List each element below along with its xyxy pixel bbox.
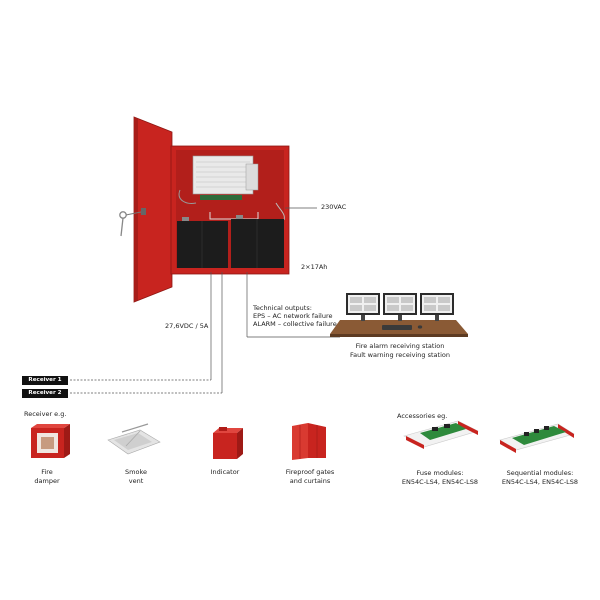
label-line: Fire xyxy=(41,468,53,476)
receiver-section-title: Receiver e.g. xyxy=(24,410,67,418)
power-supply-enclosure xyxy=(119,116,290,303)
battery-pack xyxy=(177,215,284,268)
tech-outputs-line: Technical outputs: xyxy=(253,304,312,312)
fire-damper-icon xyxy=(31,424,70,458)
label-line: vent xyxy=(128,476,144,485)
label-line: Smoke xyxy=(125,468,147,476)
accessory-item-label: Fuse modules: EN54C-LS4, EN54C-LS8 xyxy=(392,469,488,486)
fuse-module-icon xyxy=(403,420,479,449)
mouse-icon xyxy=(417,325,423,329)
tech-outputs-line: ALARM – collective failure xyxy=(253,320,337,328)
label-line: and curtains xyxy=(289,476,331,485)
psu-module xyxy=(192,155,254,195)
label-line: Sequential modules: xyxy=(506,469,574,477)
label-line: Fuse modules: xyxy=(416,469,464,477)
receiver-2-tag: Receiver 2 xyxy=(22,389,68,398)
receiver-1-tag: Receiver 1 xyxy=(22,376,68,385)
station-line: Fault warning receiving station xyxy=(349,351,450,359)
keyboard-icon xyxy=(382,325,412,330)
indicator-icon xyxy=(213,427,243,459)
receiver-item-label: Smoke vent xyxy=(106,468,166,485)
accessories-section-title: Accessories eg. xyxy=(397,412,448,420)
connection-lines xyxy=(70,207,340,394)
receiver-item-label: Fire damper xyxy=(20,468,74,485)
receiver-item-label: Fireproof gates and curtains xyxy=(276,468,344,485)
label-line: EN54C-LS4, EN54C-LS8 xyxy=(401,477,479,486)
accessory-item-label: Sequential modules: EN54C-LS4, EN54C-LS8 xyxy=(490,469,590,486)
monitor-icon xyxy=(346,293,380,321)
receiver-item-label: Indicator xyxy=(195,468,255,477)
receiving-station-desk xyxy=(330,293,468,337)
smoke-vent-icon xyxy=(107,423,161,455)
label-line: EN54C-LS4, EN54C-LS8 xyxy=(501,477,579,486)
ac-input-label: 230VAC xyxy=(321,203,347,211)
label-line: Fireproof gates xyxy=(285,468,335,476)
key-icon xyxy=(119,211,142,237)
fireproof-gate-icon xyxy=(292,423,326,460)
output-voltage-label: 27,6VDC / 5A xyxy=(165,322,209,330)
station-line: Fire alarm receiving station xyxy=(355,342,445,350)
sequential-module-icon xyxy=(499,423,575,453)
battery-label: 2×17Ah xyxy=(301,263,328,271)
monitor-icon xyxy=(383,293,417,321)
monitor-icon xyxy=(420,293,454,321)
label-line: damper xyxy=(34,476,60,485)
label-line: Indicator xyxy=(210,468,240,476)
tech-outputs-line: EPS – AC network failure xyxy=(253,312,333,320)
enclosure-door xyxy=(133,116,173,303)
